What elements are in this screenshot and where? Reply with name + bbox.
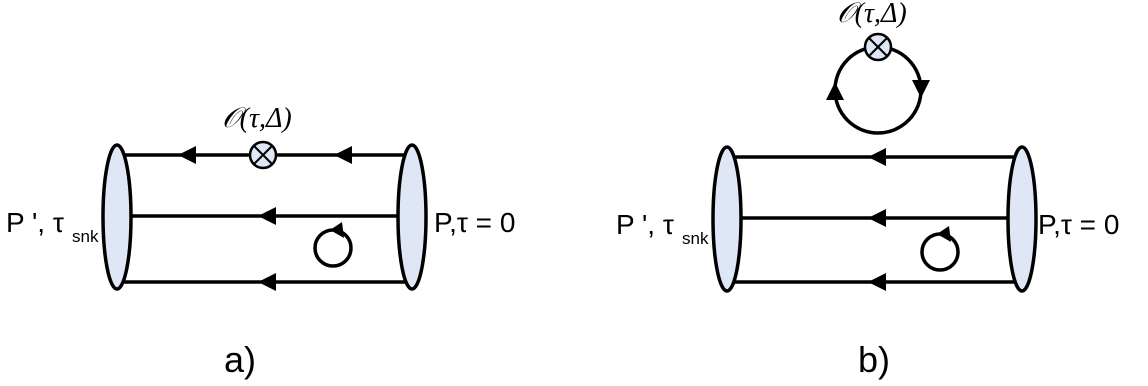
arrow-left-icon <box>868 209 886 227</box>
source-label: P,τ = 0 <box>434 207 515 238</box>
sink-label: P ', τ <box>6 207 64 238</box>
arrow-left-icon <box>258 207 276 225</box>
closed-loop-icon <box>920 226 960 272</box>
arrow-left-icon <box>178 146 196 164</box>
arrow-left-icon <box>868 273 886 291</box>
arrow-left-icon <box>868 148 886 166</box>
arrow-left-icon <box>334 146 352 164</box>
source-label: P,τ = 0 <box>1038 209 1119 240</box>
sink-ellipse <box>101 143 133 291</box>
source-ellipse <box>396 143 428 291</box>
operator-label: 𝒪(τ,Δ) <box>222 103 292 134</box>
operator-label: 𝒪(τ,Δ) <box>837 0 907 29</box>
operator-insertion-icon <box>863 32 893 62</box>
sink-label: P ', τ <box>616 209 674 240</box>
diagram-a: 𝒪(τ,Δ) P ', τ snk P,τ = 0 a) <box>6 103 515 380</box>
sink-subscript: snk <box>682 229 709 248</box>
source-ellipse <box>1006 145 1038 293</box>
closed-loop-icon <box>313 222 353 268</box>
arrow-left-icon <box>258 273 276 291</box>
diagram-b: 𝒪(τ,Δ) P ', τ snk P,τ = 0 b) <box>616 0 1119 380</box>
caption-a: a) <box>224 339 256 380</box>
caption-b: b) <box>858 339 890 380</box>
sink-subscript: snk <box>72 227 99 246</box>
operator-insertion-icon <box>248 140 278 170</box>
sink-ellipse <box>711 145 743 293</box>
